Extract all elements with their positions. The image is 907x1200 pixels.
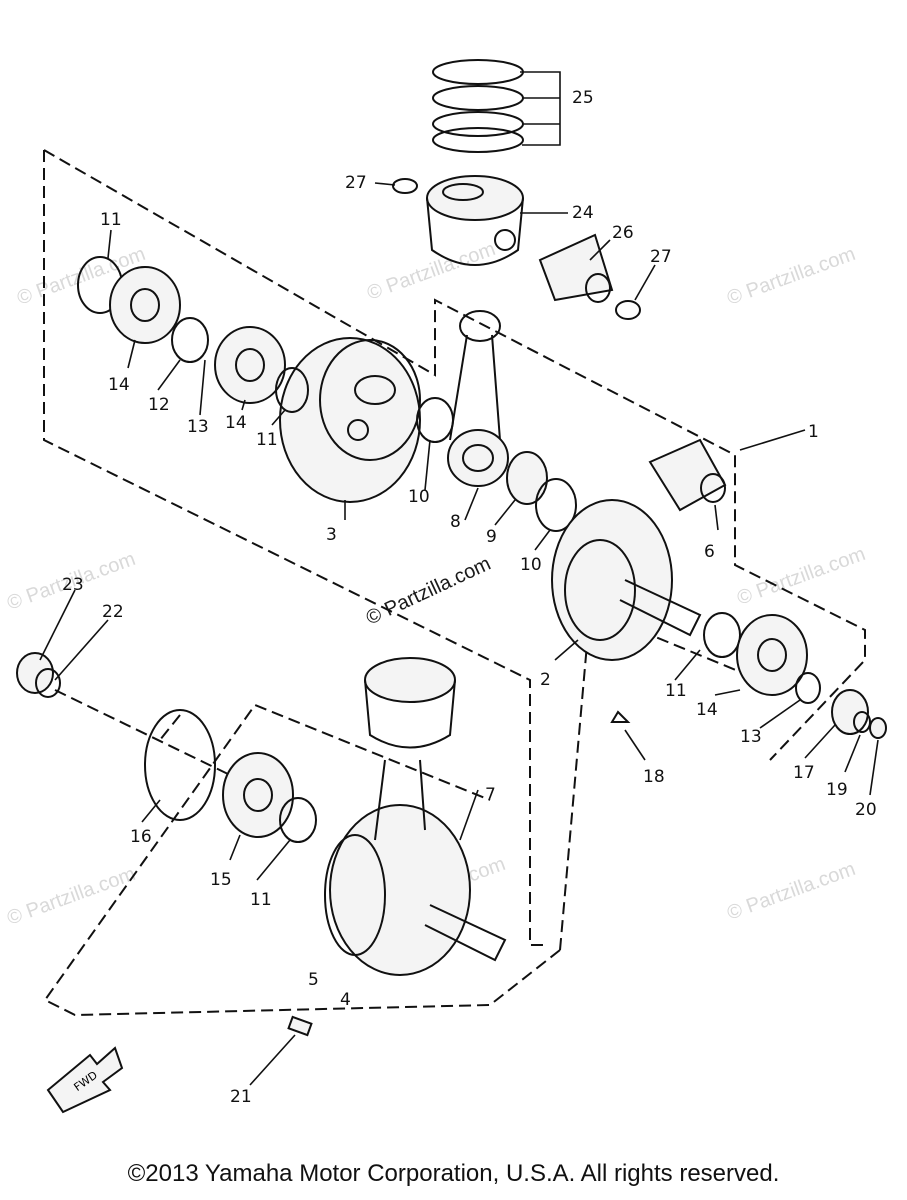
watermark: © Partzilla.com bbox=[734, 543, 868, 610]
callout-11: 11 bbox=[665, 681, 687, 701]
callout-17: 17 bbox=[793, 763, 815, 783]
callout-11: 11 bbox=[250, 890, 272, 910]
right-bearings bbox=[610, 612, 887, 739]
callout-7: 7 bbox=[485, 785, 496, 805]
callout-16: 16 bbox=[130, 827, 152, 847]
crank-pin bbox=[648, 438, 727, 512]
callout-20: 20 bbox=[855, 800, 877, 820]
callout-18: 18 bbox=[643, 767, 665, 787]
fwd-arrow-icon: FWD bbox=[46, 1046, 124, 1114]
callout-19: 19 bbox=[826, 780, 848, 800]
callout-13: 13 bbox=[187, 417, 209, 437]
callout-25: 25 bbox=[572, 88, 594, 108]
crankpin-bearing bbox=[506, 451, 577, 532]
callout-15: 15 bbox=[210, 870, 232, 890]
callout-27: 27 bbox=[345, 173, 367, 193]
callout-3: 3 bbox=[326, 525, 337, 545]
callout-11: 11 bbox=[100, 210, 122, 230]
callout-11: 11 bbox=[256, 430, 278, 450]
callout-23: 23 bbox=[62, 575, 84, 595]
callout-10: 10 bbox=[408, 487, 430, 507]
callout-14: 14 bbox=[108, 375, 130, 395]
leader-lines bbox=[39, 182, 879, 1086]
callout-2: 2 bbox=[540, 670, 551, 690]
watermark: © Partzilla.com bbox=[724, 243, 858, 310]
callout-13: 13 bbox=[740, 727, 762, 747]
callout-12: 12 bbox=[148, 395, 170, 415]
center-watermark: © Partzilla.com bbox=[363, 553, 494, 630]
watermark: © Partzilla.com bbox=[4, 863, 138, 930]
callout-9: 9 bbox=[486, 527, 497, 547]
callout-4: 4 bbox=[340, 990, 351, 1010]
nut-and-washer bbox=[16, 652, 61, 698]
connecting-rod bbox=[447, 310, 509, 487]
callout-8: 8 bbox=[450, 512, 461, 532]
callout-14: 14 bbox=[225, 413, 247, 433]
callout-5: 5 bbox=[308, 970, 319, 990]
callout-24: 24 bbox=[572, 203, 594, 223]
callout-27: 27 bbox=[650, 247, 672, 267]
callout-22: 22 bbox=[102, 602, 124, 622]
callout-6: 6 bbox=[704, 542, 715, 562]
left-bearings bbox=[77, 256, 454, 443]
callout-1: 1 bbox=[808, 422, 819, 442]
right-crank-wheel bbox=[551, 499, 702, 661]
copyright-notice: ©2013 Yamaha Motor Corporation, U.S.A. A… bbox=[127, 1160, 780, 1187]
left-crank-wheel bbox=[279, 337, 421, 503]
lower-crank-assembly bbox=[144, 657, 507, 1037]
piston-rings bbox=[432, 59, 561, 153]
callout-labels: 1 2 3 4 5 6 7 8 9 10 10 11 11 11 11 12 1… bbox=[62, 88, 877, 1107]
callout-21: 21 bbox=[230, 1087, 252, 1107]
piston-assembly bbox=[392, 175, 641, 320]
callout-14: 14 bbox=[696, 700, 718, 720]
callout-26: 26 bbox=[612, 223, 634, 243]
callout-10: 10 bbox=[520, 555, 542, 575]
assembly-outlines bbox=[43, 149, 866, 1017]
watermark: © Partzilla.com bbox=[724, 858, 858, 925]
